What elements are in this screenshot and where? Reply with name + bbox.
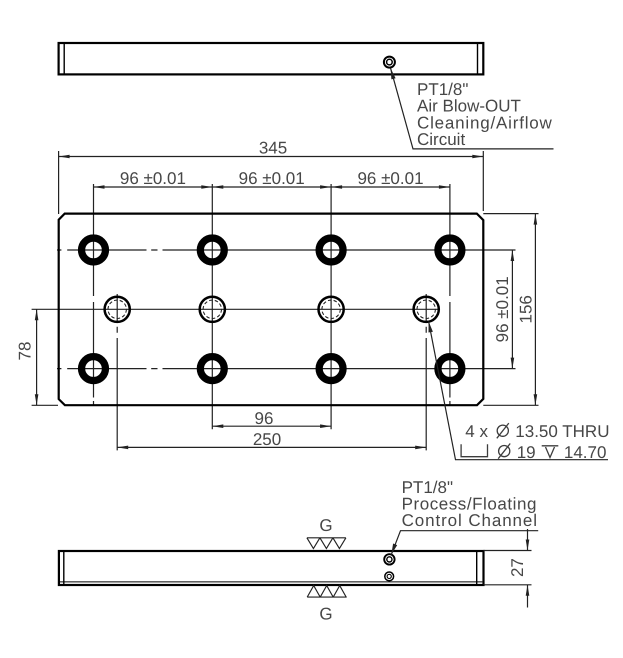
- svg-text:250: 250: [253, 430, 281, 449]
- svg-text:PT1/8": PT1/8": [417, 80, 468, 99]
- svg-text:27: 27: [508, 558, 527, 577]
- svg-text:78: 78: [15, 342, 34, 361]
- svg-text:96 ±0.01: 96 ±0.01: [239, 169, 305, 188]
- svg-text:96 ±0.01: 96 ±0.01: [493, 276, 512, 342]
- svg-text:13.50 THRU: 13.50 THRU: [515, 422, 609, 441]
- svg-text:Cleaning/Airflow: Cleaning/Airflow: [417, 113, 553, 132]
- svg-text:4 x: 4 x: [465, 422, 488, 441]
- svg-text:19: 19: [517, 443, 536, 462]
- svg-text:Circuit: Circuit: [417, 130, 465, 149]
- svg-text:G: G: [319, 605, 332, 624]
- svg-text:G: G: [319, 516, 332, 535]
- svg-text:96: 96: [255, 409, 274, 428]
- svg-text:156: 156: [517, 295, 536, 323]
- svg-text:Air Blow-OUT: Air Blow-OUT: [417, 97, 521, 116]
- svg-text:96 ±0.01: 96 ±0.01: [357, 169, 423, 188]
- svg-text:PT1/8": PT1/8": [402, 478, 453, 497]
- svg-text:14.70: 14.70: [564, 443, 607, 462]
- svg-text:96 ±0.01: 96 ±0.01: [120, 169, 186, 188]
- svg-text:Process/Floating: Process/Floating: [402, 495, 537, 514]
- svg-text:Control Channel: Control Channel: [402, 511, 538, 530]
- svg-text:345: 345: [259, 139, 287, 158]
